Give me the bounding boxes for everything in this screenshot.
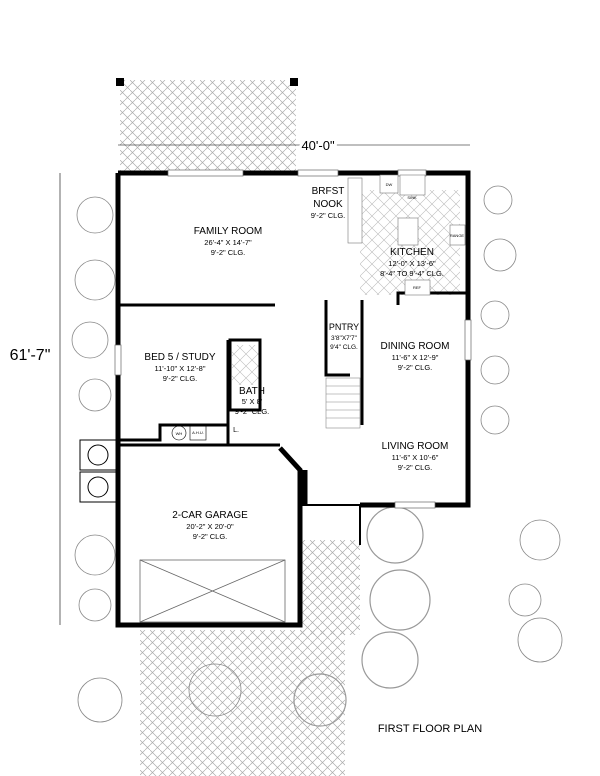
room-kitchen: KITCHEN 12'-0" X 13'-6" 8'-4" TO 9'-4" C…	[380, 247, 444, 278]
stairs	[325, 377, 361, 429]
plan-title: FIRST FLOOR PLAN	[378, 723, 482, 735]
room-name: FAMILY ROOM	[194, 226, 263, 237]
room-name: BATH	[239, 386, 265, 397]
driveway	[140, 630, 345, 776]
room-pantry: PNTRY 3'8"X7'7" 9'4" CLG.	[329, 322, 359, 351]
patio-post	[116, 78, 124, 86]
room-bed5-study: BED 5 / STUDY 11'-10" X 12'-8" 9'-2" CLG…	[144, 352, 215, 383]
room-name: DINING ROOM	[381, 341, 450, 352]
rear-patio	[120, 80, 296, 172]
water-heater-label: WH	[176, 431, 183, 436]
sink-label: SINK	[407, 195, 417, 200]
room-size: 11'-10" X 12'-8"	[155, 364, 206, 373]
room-name: PNTRY	[329, 322, 359, 332]
room-ceiling: 9'-2" CLG.	[163, 374, 198, 383]
room-size: 5' X 8'	[242, 397, 263, 406]
bath-tile	[232, 345, 260, 385]
water-heater	[171, 425, 187, 441]
room-ceiling: 9'-2" CLG.	[193, 532, 228, 541]
room-size: 12'-0" X 13'-6"	[388, 259, 436, 268]
room-ceiling: 9'-2" CLG.	[311, 211, 346, 220]
room-bath: BATH 5' X 8' 9'-2" CLG.	[235, 386, 270, 416]
room-ceiling: 9'-2" CLG.	[398, 363, 433, 372]
room-dining: DINING ROOM 11'-6" X 12'-9" 9'-2" CLG.	[381, 341, 450, 372]
ac-units	[79, 439, 117, 503]
room-name: NOOK	[313, 199, 343, 210]
width-dimension: 40'-0"	[301, 138, 335, 153]
room-size: 20'-2" X 20'-0"	[186, 522, 234, 531]
dishwasher-label: DW	[386, 182, 393, 187]
room-size: 11'-6" X 10'-6"	[392, 453, 439, 462]
room-ceiling: 9'-2" CLG.	[235, 407, 270, 416]
depth-dimension: 61'-7"	[10, 347, 51, 364]
windows	[114, 169, 472, 509]
room-living: LIVING ROOM 11'-6" X 10'-6" 9'-2" CLG.	[382, 441, 449, 472]
garage-door	[139, 559, 286, 623]
room-name: KITCHEN	[390, 247, 434, 258]
front-walkway	[300, 540, 360, 635]
room-size: 26'-4" X 14'-7"	[204, 238, 252, 247]
room-nook: BRFST NOOK 9'-2" CLG.	[311, 186, 346, 220]
range-label: RANGE	[450, 233, 465, 238]
kitchen-fixtures	[347, 174, 466, 296]
room-garage: 2-CAR GARAGE 20'-2" X 20'-0" 9'-2" CLG.	[172, 510, 248, 541]
ahu-label: A.H.U.	[192, 430, 204, 435]
landscaping	[71, 185, 563, 723]
patio-post	[290, 78, 298, 86]
room-name: LIVING ROOM	[382, 441, 449, 452]
shrubs	[293, 506, 431, 727]
room-ceiling: 9'-2" CLG.	[211, 248, 246, 257]
room-ceiling: 9'-2" CLG.	[398, 463, 433, 472]
room-size: 3'8"X7'7"	[331, 335, 358, 342]
room-family: FAMILY ROOM 26'-4" X 14'-7" 9'-2" CLG.	[194, 226, 263, 257]
refrigerator-label: REF	[413, 285, 422, 290]
room-name: 2-CAR GARAGE	[172, 510, 248, 521]
room-ceiling: 8'-4" TO 9'-4" CLG.	[380, 269, 444, 278]
room-size: 11'-6" X 12'-9"	[392, 353, 439, 362]
room-name: BED 5 / STUDY	[144, 352, 215, 363]
linen-label: L.	[233, 427, 239, 434]
room-name: BRFST	[312, 186, 345, 197]
room-ceiling: 9'4" CLG.	[330, 344, 358, 351]
air-handler	[189, 424, 207, 441]
